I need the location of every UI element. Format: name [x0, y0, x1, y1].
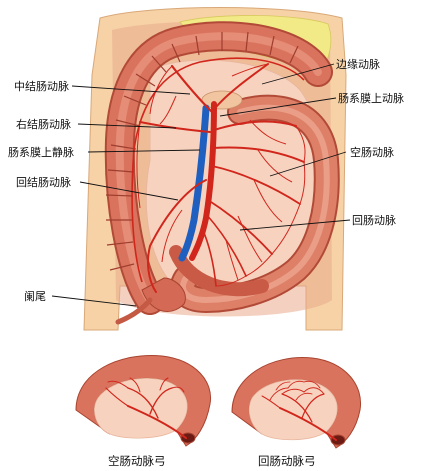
- appendix: [115, 297, 153, 325]
- superior-mesenteric-vein: [178, 104, 210, 262]
- arterial-branches: [139, 63, 305, 293]
- colon-haustra: [105, 31, 299, 271]
- leader-jejunal: [269, 151, 347, 177]
- label-superior-mesenteric-artery: 肠系膜上动脉: [338, 91, 404, 105]
- label-marginal-artery: 边缘动脉: [336, 57, 380, 71]
- label-jejunal-arteries: 空肠动脉: [350, 145, 394, 159]
- marginal-artery: [131, 57, 305, 283]
- leader-lines: [51, 63, 351, 307]
- ileal-arcades: [261, 380, 337, 441]
- label-right-colic-artery: 右结肠动脉: [16, 117, 71, 131]
- leader-ileal: [239, 219, 351, 231]
- label-appendix: 阑尾: [24, 289, 46, 303]
- label-superior-mesenteric-vein: 肠系膜上静脉: [8, 145, 74, 159]
- abdomen-illustration: [83, 7, 347, 331]
- caption-jejunal-arcades: 空肠动脉弓: [108, 454, 166, 468]
- jejunum-lumen: [180, 432, 196, 444]
- colon-highlight: [115, 32, 322, 304]
- leader-right-colic: [77, 123, 177, 129]
- leader-marginal: [261, 63, 335, 85]
- leader-sma: [219, 97, 337, 117]
- ileum-lumen: [330, 434, 346, 446]
- labels: 中结肠动脉 右结肠动脉 肠系膜上静脉 回结肠动脉 阑尾 边缘动脉 肠系膜上动脉 …: [8, 57, 404, 303]
- superior-mesenteric-artery: [189, 101, 217, 261]
- label-middle-colic-artery: 中结肠动脉: [14, 79, 69, 93]
- label-ileal-arteries: 回肠动脉: [352, 213, 396, 227]
- label-ileocolic-artery: 回结肠动脉: [16, 175, 71, 189]
- leader-smv: [87, 149, 201, 153]
- leader-appendix: [51, 295, 137, 307]
- arcade-network: [136, 63, 306, 287]
- small-intestine-highlight: [179, 104, 330, 304]
- jejunal-arcade-section: 空肠动脉弓: [75, 354, 212, 468]
- leader-middle-colic: [71, 85, 191, 95]
- jejunal-arcades: [105, 377, 187, 439]
- leader-ileocolic: [79, 181, 179, 201]
- ileal-arcade-section: 回肠动脉弓: [231, 357, 362, 468]
- caption-ileal-arcades: 回肠动脉弓: [258, 454, 316, 468]
